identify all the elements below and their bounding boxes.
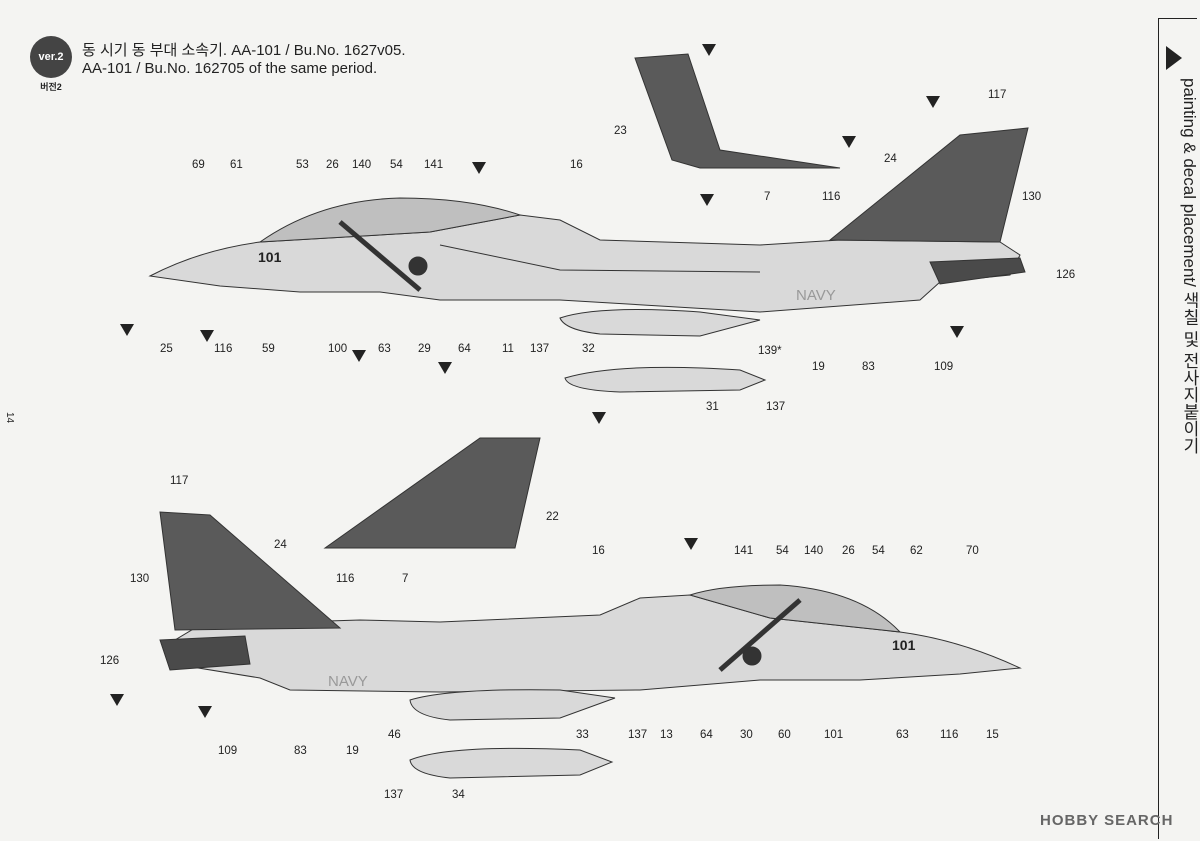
- decal-markers: [110, 44, 964, 718]
- top-aircraft: NAVY 101: [148, 53, 1029, 393]
- callout-label: 109: [218, 745, 237, 757]
- title-english: AA-101 / Bu.No. 162705 of the same perio…: [82, 60, 378, 77]
- callout-label: 13: [660, 729, 673, 741]
- callout-label: 137: [766, 401, 785, 413]
- callout-label: 16: [592, 545, 605, 557]
- callout-label: 34: [452, 789, 465, 801]
- bottom-aircraft: NAVY 101: [159, 437, 1022, 779]
- callout-label: 83: [294, 745, 307, 757]
- callout-label: 141: [424, 159, 443, 171]
- callout-label: 32: [582, 343, 595, 355]
- callout-label: 26: [326, 159, 339, 171]
- callout-label: 139*: [758, 345, 782, 357]
- callout-label: 137: [384, 789, 403, 801]
- callout-label: 63: [378, 343, 391, 355]
- callout-label: 7: [402, 573, 408, 585]
- version-badge: ver.2: [30, 36, 72, 78]
- callout-label: 54: [390, 159, 403, 171]
- callout-label: 117: [170, 475, 188, 487]
- callout-label: 126: [1056, 269, 1075, 281]
- marker-icon: [684, 538, 698, 550]
- callout-label: 33: [576, 729, 589, 741]
- marker-icon: [200, 330, 214, 342]
- marker-icon: [472, 162, 486, 174]
- callout-label: 140: [352, 159, 371, 171]
- top-callouts: 69 61 53 26 140 54 141 16 117 24 130 7 1…: [160, 89, 1075, 413]
- callout-label: 101: [824, 729, 843, 741]
- callout-label: 22: [546, 511, 559, 523]
- callout-label: 60: [778, 729, 791, 741]
- callout-label: 24: [884, 153, 897, 165]
- callout-label: 137: [628, 729, 647, 741]
- callout-label: 130: [130, 573, 149, 585]
- callout-label: 53: [296, 159, 309, 171]
- callout-label: 140: [804, 545, 823, 557]
- version-subtitle: 버전2: [40, 82, 62, 92]
- callout-label: 117: [988, 89, 1006, 101]
- page-number: 14: [4, 412, 15, 424]
- callout-label: 30: [740, 729, 753, 741]
- callout-label: 83: [862, 361, 875, 373]
- callout-label: 31: [706, 401, 719, 413]
- marker-icon: [842, 136, 856, 148]
- callout-label: 116: [336, 573, 354, 585]
- callout-label: 130: [1022, 191, 1041, 203]
- footer-logo: HOBBY SEARCH: [1040, 812, 1174, 829]
- callout-label: 69: [192, 159, 205, 171]
- callout-label: 126: [100, 655, 119, 667]
- callout-label: 7: [764, 191, 770, 203]
- svg-text:101: 101: [258, 249, 282, 265]
- callout-label: 70: [966, 545, 979, 557]
- callout-label: 26: [842, 545, 855, 557]
- marker-icon: [110, 694, 124, 706]
- callout-label: 19: [346, 745, 359, 757]
- callout-label: 46: [388, 729, 401, 741]
- callout-label: 61: [230, 159, 243, 171]
- marker-icon: [702, 44, 716, 56]
- marker-icon: [120, 324, 134, 336]
- marker-icon: [352, 350, 366, 362]
- callout-label: 64: [458, 343, 471, 355]
- callout-label: 62: [910, 545, 923, 557]
- marker-icon: [198, 706, 212, 718]
- marker-icon: [950, 326, 964, 338]
- svg-text:101: 101: [892, 637, 916, 653]
- callout-label: 116: [940, 729, 958, 741]
- callout-label: 24: [274, 539, 287, 551]
- svg-text:NAVY: NAVY: [796, 287, 836, 304]
- section-title: painting & decal placement/ 색칠 및 전사지붙이기: [1180, 78, 1199, 455]
- callout-label: 11: [502, 343, 514, 355]
- callout-label: 29: [418, 343, 431, 355]
- callout-label: 16: [570, 159, 583, 171]
- bottom-callouts: 117 24 130 22 116 7 16 141 54 140 26 54 …: [100, 475, 999, 801]
- callout-label: 59: [262, 343, 275, 355]
- callout-label: 19: [812, 361, 825, 373]
- callout-label: 25: [160, 343, 173, 355]
- marker-icon: [926, 96, 940, 108]
- callout-label: 109: [934, 361, 953, 373]
- callout-label: 15: [986, 729, 999, 741]
- marker-icon: [700, 194, 714, 206]
- callout-label: 23: [614, 125, 627, 137]
- svg-text:NAVY: NAVY: [328, 673, 368, 690]
- side-tab-arrow-icon: [1166, 46, 1182, 70]
- callout-label: 100: [328, 343, 347, 355]
- callout-label: 141: [734, 545, 753, 557]
- callout-label: 116: [822, 191, 840, 203]
- callout-label: 54: [872, 545, 885, 557]
- marker-icon: [592, 412, 606, 424]
- callout-label: 54: [776, 545, 789, 557]
- marker-icon: [438, 362, 452, 374]
- callout-label: 63: [896, 729, 909, 741]
- callout-label: 64: [700, 729, 713, 741]
- callout-label: 137: [530, 343, 549, 355]
- section-side-tab: [1158, 18, 1197, 839]
- callout-label: 116: [214, 343, 232, 355]
- title-korean: 동 시기 동 부대 소속기. AA-101 / Bu.No. 1627v05.: [82, 42, 406, 59]
